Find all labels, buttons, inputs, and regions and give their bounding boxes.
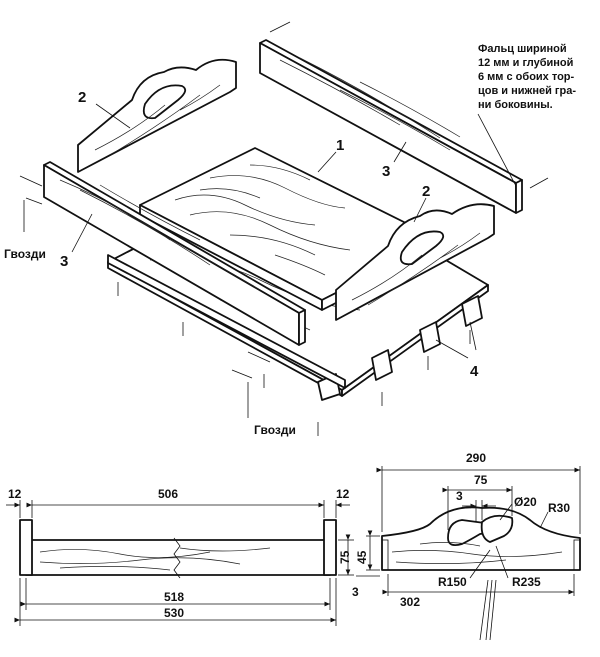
note-line-1: Фальц шириной [478, 43, 567, 55]
end-dim-302: 302 [400, 595, 420, 609]
callout-4: 4 [470, 363, 479, 380]
side-view [6, 500, 354, 626]
nails [19, 21, 549, 436]
callout-3-left: 3 [60, 253, 68, 270]
note-line-5: ни боковины. [478, 99, 553, 111]
note-line-3: 6 мм с обоих тор- [478, 71, 575, 83]
end-dim-290: 290 [466, 451, 486, 465]
side-dim-518: 518 [164, 590, 184, 604]
note-line-4: цов и нижней гра- [478, 85, 576, 97]
rabbet-note: Фальц шириной 12 мм и глубиной 6 мм с об… [478, 43, 576, 111]
end-view [356, 466, 581, 641]
end-dim-r235: R235 [512, 575, 541, 589]
label-nails-bottom: Гвозди [254, 423, 296, 437]
end-dim-3-top: 3 [456, 489, 463, 503]
end-dim-r30: R30 [548, 501, 570, 515]
side-rail-right [259, 39, 523, 214]
callout-3-right: 3 [382, 163, 390, 180]
end-piece-right [335, 203, 495, 321]
side-dim-12-left: 12 [8, 487, 22, 501]
end-dim-d20: Ø20 [514, 495, 537, 509]
callout-1: 1 [336, 137, 344, 154]
lower-plank [107, 254, 346, 389]
side-rail-left [43, 161, 306, 346]
label-nails-left: Гвозди [4, 247, 46, 261]
exploded-view [19, 21, 549, 436]
note-line-2: 12 мм и глубиной [478, 57, 573, 69]
end-piece-left [77, 58, 237, 173]
end-dim-r150: R150 [438, 575, 467, 589]
end-dim-3-left: 3 [352, 585, 359, 599]
leaders [71, 103, 517, 359]
side-dim-530: 530 [164, 606, 184, 620]
side-dim-75: 75 [338, 550, 352, 564]
end-dim-75: 75 [474, 473, 488, 487]
end-dim-45: 45 [355, 550, 369, 564]
side-dim-506: 506 [158, 487, 178, 501]
callout-2-left: 2 [78, 89, 86, 106]
callout-2-right: 2 [422, 183, 430, 200]
side-dim-12-right: 12 [336, 487, 350, 501]
